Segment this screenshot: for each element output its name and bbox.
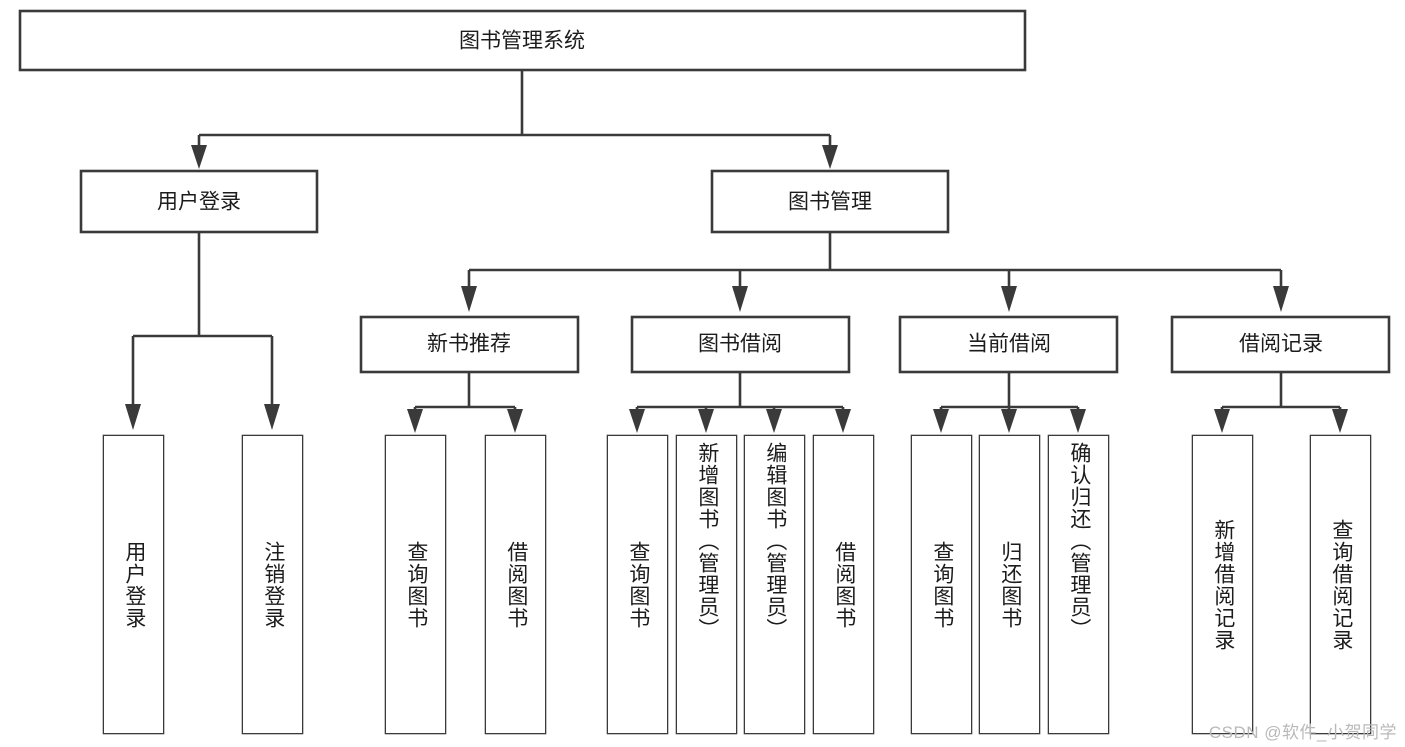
arrow-to-leaf-borrow-book-a [507,409,523,433]
leaf-edit-book[interactable]: 编辑图书（管理员） [745,436,804,733]
node-book-manage[interactable]: 图书管理 [710,169,950,234]
leaf-logout-label: 注销登录 [261,540,285,629]
node-current-borrow[interactable]: 当前借阅 [898,315,1119,374]
new-book-recommend-box[interactable] [359,315,580,374]
leaf-confirm-return[interactable]: 确认归还（管理员） [1049,436,1108,733]
leaf-query-book-recommend[interactable]: 查询图书 [386,436,445,733]
book-borrow-label: 图书借阅 [698,333,782,356]
leaf-return-book[interactable]: 归还图书 [980,436,1039,733]
arrow-to-user-login [191,145,207,169]
borrow-record-label: 借阅记录 [1239,333,1323,356]
node-book-borrow[interactable]: 图书借阅 [630,315,851,374]
arrow-to-leaf-borrow-book-b [835,409,851,433]
book-borrow-box[interactable] [630,315,851,374]
root-box[interactable] [18,9,1027,72]
leaf-add-book[interactable]: 新增图书（管理员） [677,436,736,733]
leaf-edit-book-label: 编辑图书（管理员） [763,442,787,640]
leaf-query-book-borrow[interactable]: 查询图书 [608,436,667,733]
book-manage-box[interactable] [710,169,950,234]
node-new-book-recommend[interactable]: 新书推荐 [359,315,580,374]
leaf-query-book-current[interactable]: 查询图书 [912,436,971,733]
csdn-watermark: CSDN @软件_小贺同学 [1208,723,1397,742]
arrow-to-leaf-return-book [1001,409,1017,433]
book-manage-label: 图书管理 [788,191,872,214]
arrow-to-leaf-query-record [1332,409,1348,433]
arrow-to-borrow-record [1273,286,1289,312]
arrow-to-current-borrow [1001,286,1017,312]
connector-root-to-level2 [191,70,838,169]
user-login-label: 用户登录 [157,191,241,214]
leaf-logout[interactable]: 注销登录 [243,436,302,733]
leaf-add-book-label: 新增图书（管理员） [695,442,719,640]
leaf-query-book-recommend-label: 查询图书 [404,540,428,629]
leaf-query-borrow-record[interactable]: 查询借阅记录 [1311,436,1370,733]
connector-book-manage-to-level3 [461,232,1289,312]
arrow-to-leaf-logout [264,404,280,430]
leaf-add-borrow-record-label: 新增借阅记录 [1211,518,1235,651]
arrow-to-leaf-confirm-return [1070,409,1086,433]
connector-book-borrow-to-leaves [629,372,851,433]
leaf-return-book-label: 归还图书 [998,540,1022,629]
arrow-to-leaf-edit-book [766,409,782,433]
arrow-to-leaf-query-book-c [933,409,949,433]
arrow-to-book-manage [822,145,838,169]
connector-borrow-record-to-leaves [1214,372,1348,433]
leaf-query-book-borrow-label: 查询图书 [626,540,650,629]
user-login-box[interactable] [79,169,319,234]
node-root[interactable]: 图书管理系统 [18,9,1027,72]
current-borrow-label: 当前借阅 [967,333,1051,356]
arrow-to-book-borrow [732,286,748,312]
node-borrow-record[interactable]: 借阅记录 [1170,315,1391,374]
leaf-user-login[interactable]: 用户登录 [104,436,163,733]
connector-user-login-to-leaves [125,232,280,430]
arrow-to-leaf-add-book [698,409,714,433]
arrow-to-new-book [461,286,477,312]
leaf-user-login-label: 用户登录 [122,540,146,629]
new-book-recommend-label: 新书推荐 [427,333,511,356]
leaf-borrow-book-label: 借阅图书 [832,540,856,629]
leaf-query-borrow-record-label: 查询借阅记录 [1329,518,1353,651]
connector-current-borrow-to-leaves [933,372,1086,433]
node-user-login[interactable]: 用户登录 [79,169,319,234]
arrow-to-leaf-query-book-b [629,409,645,433]
leaf-borrow-book-recommend-label: 借阅图书 [504,540,528,629]
leaf-borrow-book[interactable]: 借阅图书 [814,436,873,733]
arrow-to-leaf-add-record [1214,409,1230,433]
arrow-to-leaf-query-book-a [407,409,423,433]
leaf-add-borrow-record[interactable]: 新增借阅记录 [1193,436,1252,733]
root-label: 图书管理系统 [459,30,585,53]
connector-new-book-to-leaves [407,372,523,433]
leaf-query-book-current-label: 查询图书 [930,540,954,629]
leaf-confirm-return-label: 确认归还（管理员） [1067,442,1091,640]
borrow-record-box[interactable] [1170,315,1391,374]
leaf-borrow-book-recommend[interactable]: 借阅图书 [486,436,545,733]
arrow-to-leaf-user-login [125,404,141,430]
